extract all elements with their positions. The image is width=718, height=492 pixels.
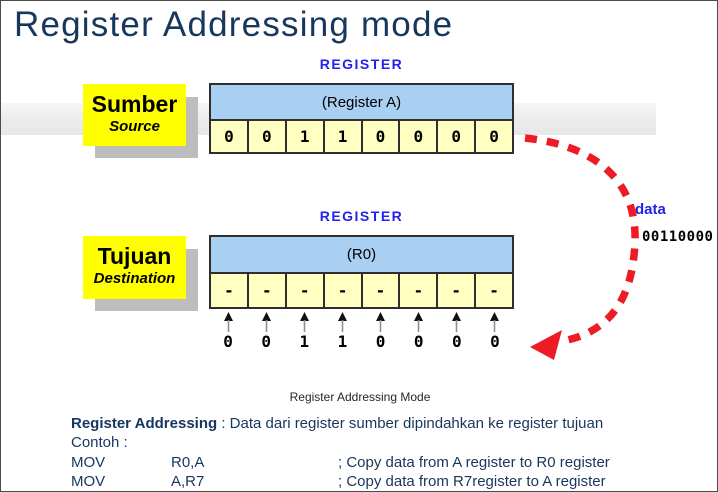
source-register-label: REGISTER <box>319 56 404 72</box>
source-bit-cell: 1 <box>284 121 323 152</box>
up-arrow-icon <box>476 311 514 333</box>
destination-bit-cell: - <box>284 274 323 307</box>
source-bit-cell: 0 <box>360 121 399 152</box>
up-arrow-icon <box>438 311 476 333</box>
up-arrow-icon <box>209 311 247 333</box>
source-bit-cell: 1 <box>322 121 361 152</box>
example-operands: A,R7 <box>171 472 205 490</box>
source-bit-cell: 0 <box>474 121 512 152</box>
incoming-bit: 0 <box>451 332 462 351</box>
up-arrow-icon <box>400 311 438 333</box>
destination-box: Tujuan Destination <box>83 236 186 299</box>
definition-text: : Data dari register sumber dipindahkan … <box>217 415 604 432</box>
source-box-subtitle: Source <box>109 118 160 135</box>
source-box-title: Sumber <box>91 91 178 117</box>
data-label: data <box>635 201 666 218</box>
incoming-bit: 1 <box>337 332 348 351</box>
figure-caption: Register Addressing Mode <box>289 390 431 404</box>
destination-bit-cell: - <box>211 274 247 307</box>
contoh-line: Contoh : <box>71 434 128 452</box>
destination-bit-row: - - - - - - - - <box>211 274 512 307</box>
destination-bit-cell: - <box>322 274 361 307</box>
destination-box-title: Tujuan <box>97 243 172 269</box>
example-comment: ; Copy data from A register to R0 regist… <box>338 453 610 471</box>
data-value: 00110000 <box>642 229 714 245</box>
example-line: MOV R0,A ; Copy data from A register to R0… <box>71 453 691 472</box>
incoming-bit: 1 <box>299 332 310 351</box>
definition-term: Register Addressing <box>71 415 218 432</box>
up-arrow-icon <box>362 311 400 333</box>
example-mnemonic: MOV <box>71 453 106 471</box>
example-mnemonic: MOV <box>71 472 106 490</box>
destination-register-table: (R0) - - - - - - - - <box>209 235 514 309</box>
example-comment: ; Copy data from R7register to A registe… <box>338 472 606 490</box>
source-box: Sumber Source <box>83 84 186 146</box>
incoming-arrows-row <box>209 311 514 333</box>
destination-register-name: (R0) <box>211 237 512 274</box>
source-bit-cell: 0 <box>436 121 475 152</box>
source-bit-cell: 0 <box>398 121 437 152</box>
destination-bit-cell: - <box>246 274 285 307</box>
source-register-table: (Register A) 0 0 1 1 0 0 0 0 <box>209 83 514 154</box>
incoming-bits-row: 0 0 1 1 0 0 0 0 <box>209 332 514 352</box>
destination-box-subtitle: Destination <box>93 270 176 287</box>
destination-bit-cell: - <box>474 274 512 307</box>
notes-block: Register Addressing : Data dari register… <box>71 414 691 491</box>
source-bit-cell: 0 <box>246 121 285 152</box>
incoming-bit: 0 <box>261 332 271 351</box>
destination-register-label: REGISTER <box>319 208 404 224</box>
source-bit-row: 0 0 1 1 0 0 0 0 <box>211 121 512 152</box>
incoming-bit: 0 <box>375 332 386 351</box>
example-line: MOV A,R7 ; Copy data from R7register to A … <box>71 472 691 491</box>
source-register-name: (Register A) <box>211 85 512 121</box>
example-operands: R0,A <box>171 453 205 471</box>
page-title: Register Addressing mode <box>14 5 454 44</box>
destination-bit-cell: - <box>398 274 437 307</box>
destination-bit-cell: - <box>436 274 475 307</box>
incoming-bit: 0 <box>490 332 500 351</box>
definition-line: Register Addressing : Data dari register… <box>71 414 691 433</box>
incoming-bit: 0 <box>223 332 233 351</box>
up-arrow-icon <box>285 311 323 333</box>
destination-bit-cell: - <box>360 274 399 307</box>
source-bit-cell: 0 <box>211 121 247 152</box>
incoming-bit: 0 <box>413 332 424 351</box>
up-arrow-icon <box>323 311 361 333</box>
up-arrow-icon <box>247 311 285 333</box>
